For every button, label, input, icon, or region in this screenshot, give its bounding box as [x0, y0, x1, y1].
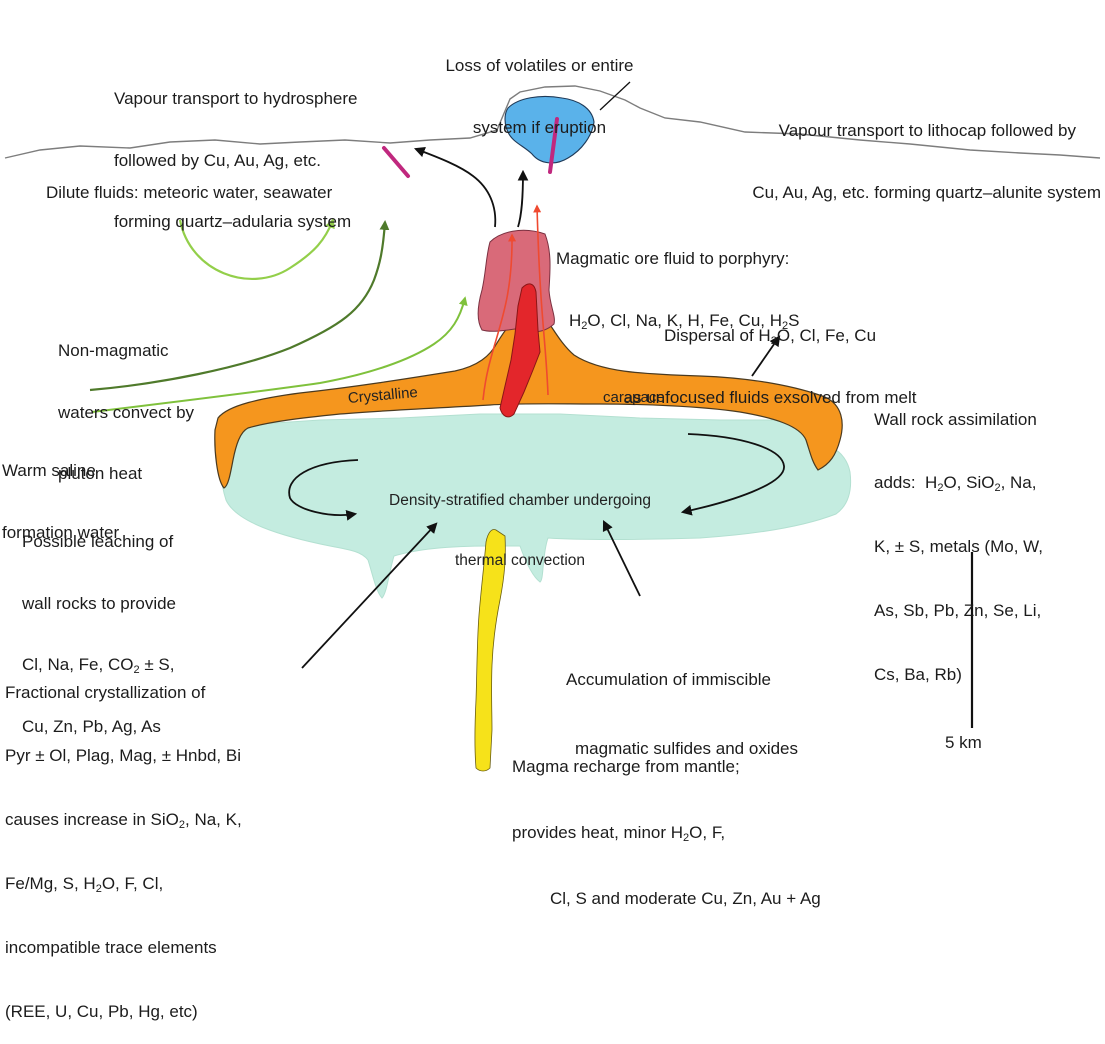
vapour-hydrosphere-label: Vapour transport to hydrosphere followed… — [114, 48, 358, 253]
wall-rock-assimilation-label: Wall rock assimilation adds: H2O, SiO2, … — [874, 366, 1043, 707]
magma-recharge-label: Magma recharge from mantle; provides hea… — [512, 712, 821, 932]
fractional-crystallization-label: Fractional crystallization of Pyr ± Ol, … — [5, 639, 242, 1044]
chamber-line-2: thermal convection — [362, 551, 678, 571]
quartz-adularia-vein-marker — [384, 148, 408, 176]
wall-rock-line-3: K, ± S, metals (Mo, W, — [874, 536, 1043, 557]
vapour-lithocap-label: Vapour transport to lithocap followed by… — [615, 80, 1101, 224]
recharge-line-3: Cl, S and moderate Cu, Zn, Au + Ag — [512, 888, 821, 910]
vapour-hydrosphere-line-1: Vapour transport to hydrosphere — [114, 89, 358, 110]
recharge-line-2: provides heat, minor H2O, F, — [512, 822, 821, 844]
dilute-fluids-label: Dilute fluids: meteoric water, seawater — [46, 183, 332, 204]
vapour-hydrosphere-line-3: forming quartz–adularia system — [114, 212, 358, 233]
vapour-hydrosphere-line-2: followed by Cu, Au, Ag, etc. — [114, 151, 358, 172]
chamber-line-1: Density-stratified chamber undergoing — [362, 491, 678, 511]
fractional-line-2: Pyr ± Ol, Plag, Mag, ± Hnbd, Bi — [5, 745, 242, 766]
non-magmatic-line-1: Non-magmatic — [58, 341, 194, 362]
fractional-line-6: (REE, U, Cu, Pb, Hg, etc) — [5, 1001, 242, 1022]
wall-rock-line-4: As, Sb, Pb, Zn, Se, Li, — [874, 600, 1043, 621]
wall-rock-line-1: Wall rock assimilation — [874, 409, 1043, 430]
leaching-line-2: wall rocks to provide — [22, 594, 176, 615]
carapace-label: carapace — [603, 388, 665, 409]
fractional-line-5: incompatible trace elements — [5, 937, 242, 958]
warm-saline-line-1: Warm saline — [2, 461, 119, 482]
vapour-to-hydrosphere-arrow — [416, 149, 495, 227]
scale-bar-label: 5 km — [945, 733, 982, 754]
vapour-lithocap-line-2: Cu, Au, Ag, etc. forming quartz–alunite … — [615, 183, 1101, 204]
fractional-line-4: Fe/Mg, S, H2O, F, Cl, — [5, 873, 242, 894]
wall-rock-line-5: Cs, Ba, Rb) — [874, 664, 1043, 685]
fractional-line-1: Fractional crystallization of — [5, 682, 242, 703]
leaching-line-1: Possible leaching of — [22, 532, 176, 553]
accumulation-line-1: Accumulation of immiscible — [566, 668, 798, 691]
recharge-line-1: Magma recharge from mantle; — [512, 756, 821, 778]
magmatic-ore-fluid-line-1: Magmatic ore fluid to porphyry: — [556, 249, 799, 270]
loss-of-volatiles-line-1: Loss of volatiles or entire — [407, 56, 672, 77]
fractional-line-3: causes increase in SiO2, Na, K, — [5, 809, 242, 830]
wall-rock-line-2: adds: H2O, SiO2, Na, — [874, 472, 1043, 493]
dispersal-line-1: Dispersal of H2O, Cl, Fe, Cu — [600, 326, 940, 347]
vapour-to-lithocap-arrow — [518, 172, 523, 227]
vapour-lithocap-line-1: Vapour transport to lithocap followed by — [615, 121, 1101, 142]
chamber-label: Density-stratified chamber undergoing th… — [362, 451, 678, 591]
